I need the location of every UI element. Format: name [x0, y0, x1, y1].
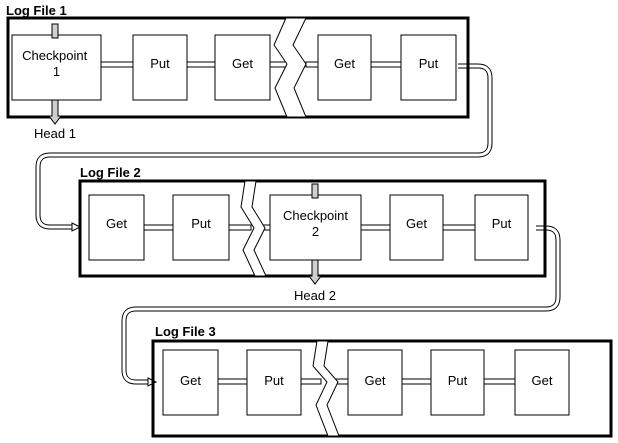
log-file-1: Log File 1 Checkpoint 1 Put Get Get — [6, 3, 470, 141]
record-label: Put — [419, 56, 439, 71]
log-file-3-frame — [151, 339, 613, 438]
record-box: Put — [172, 194, 230, 261]
record-label: Get — [180, 373, 201, 388]
record-box: Get — [389, 194, 444, 261]
log-file-2-title: Log File 2 — [80, 165, 141, 180]
record-box: Put — [246, 349, 302, 416]
record-box: Get — [317, 34, 372, 101]
record-label: Get — [106, 216, 127, 231]
record-box: Put — [474, 194, 529, 261]
log-file-3: Log File 3 Get Put Get Put Get — [151, 324, 613, 438]
connector-log1-to-log2 — [35, 63, 493, 232]
log-file-3-break — [312, 340, 340, 437]
head-label-1: Head 1 — [34, 126, 76, 141]
head-pointer-1 — [48, 23, 62, 125]
record-label: Get — [232, 56, 253, 71]
record-label: Get — [334, 56, 355, 71]
record-label: Get — [365, 373, 386, 388]
log-file-2-break — [240, 180, 267, 277]
record-box: Get — [88, 194, 145, 261]
record-box: Put — [132, 34, 188, 101]
record-label: Put — [150, 56, 170, 71]
record-label: Get — [532, 373, 553, 388]
record-box: Checkpoint 1 — [11, 34, 102, 101]
log-file-3-title: Log File 3 — [155, 324, 216, 339]
record-box: Get — [347, 349, 403, 416]
record-label: Get — [406, 216, 427, 231]
record-label: Put — [492, 216, 512, 231]
record-label: Put — [191, 216, 211, 231]
record-label: Checkpoint — [22, 48, 87, 63]
log-file-1-break — [273, 17, 307, 118]
record-label: Put — [264, 373, 284, 388]
head-label-2: Head 2 — [294, 288, 336, 303]
log-file-1-frame — [6, 16, 470, 119]
record-label: Put — [448, 373, 468, 388]
record-box: Put — [430, 349, 485, 416]
log-file-1-title: Log File 1 — [6, 3, 67, 18]
record-box: Get — [162, 349, 219, 416]
record-box: Get — [514, 349, 570, 416]
svg-text:Checkpoint 1: Checkpoint 1 — [22, 48, 91, 79]
head-pointer-2 — [308, 183, 322, 285]
record-box: Put — [400, 34, 457, 101]
record-box: Get — [214, 34, 271, 101]
